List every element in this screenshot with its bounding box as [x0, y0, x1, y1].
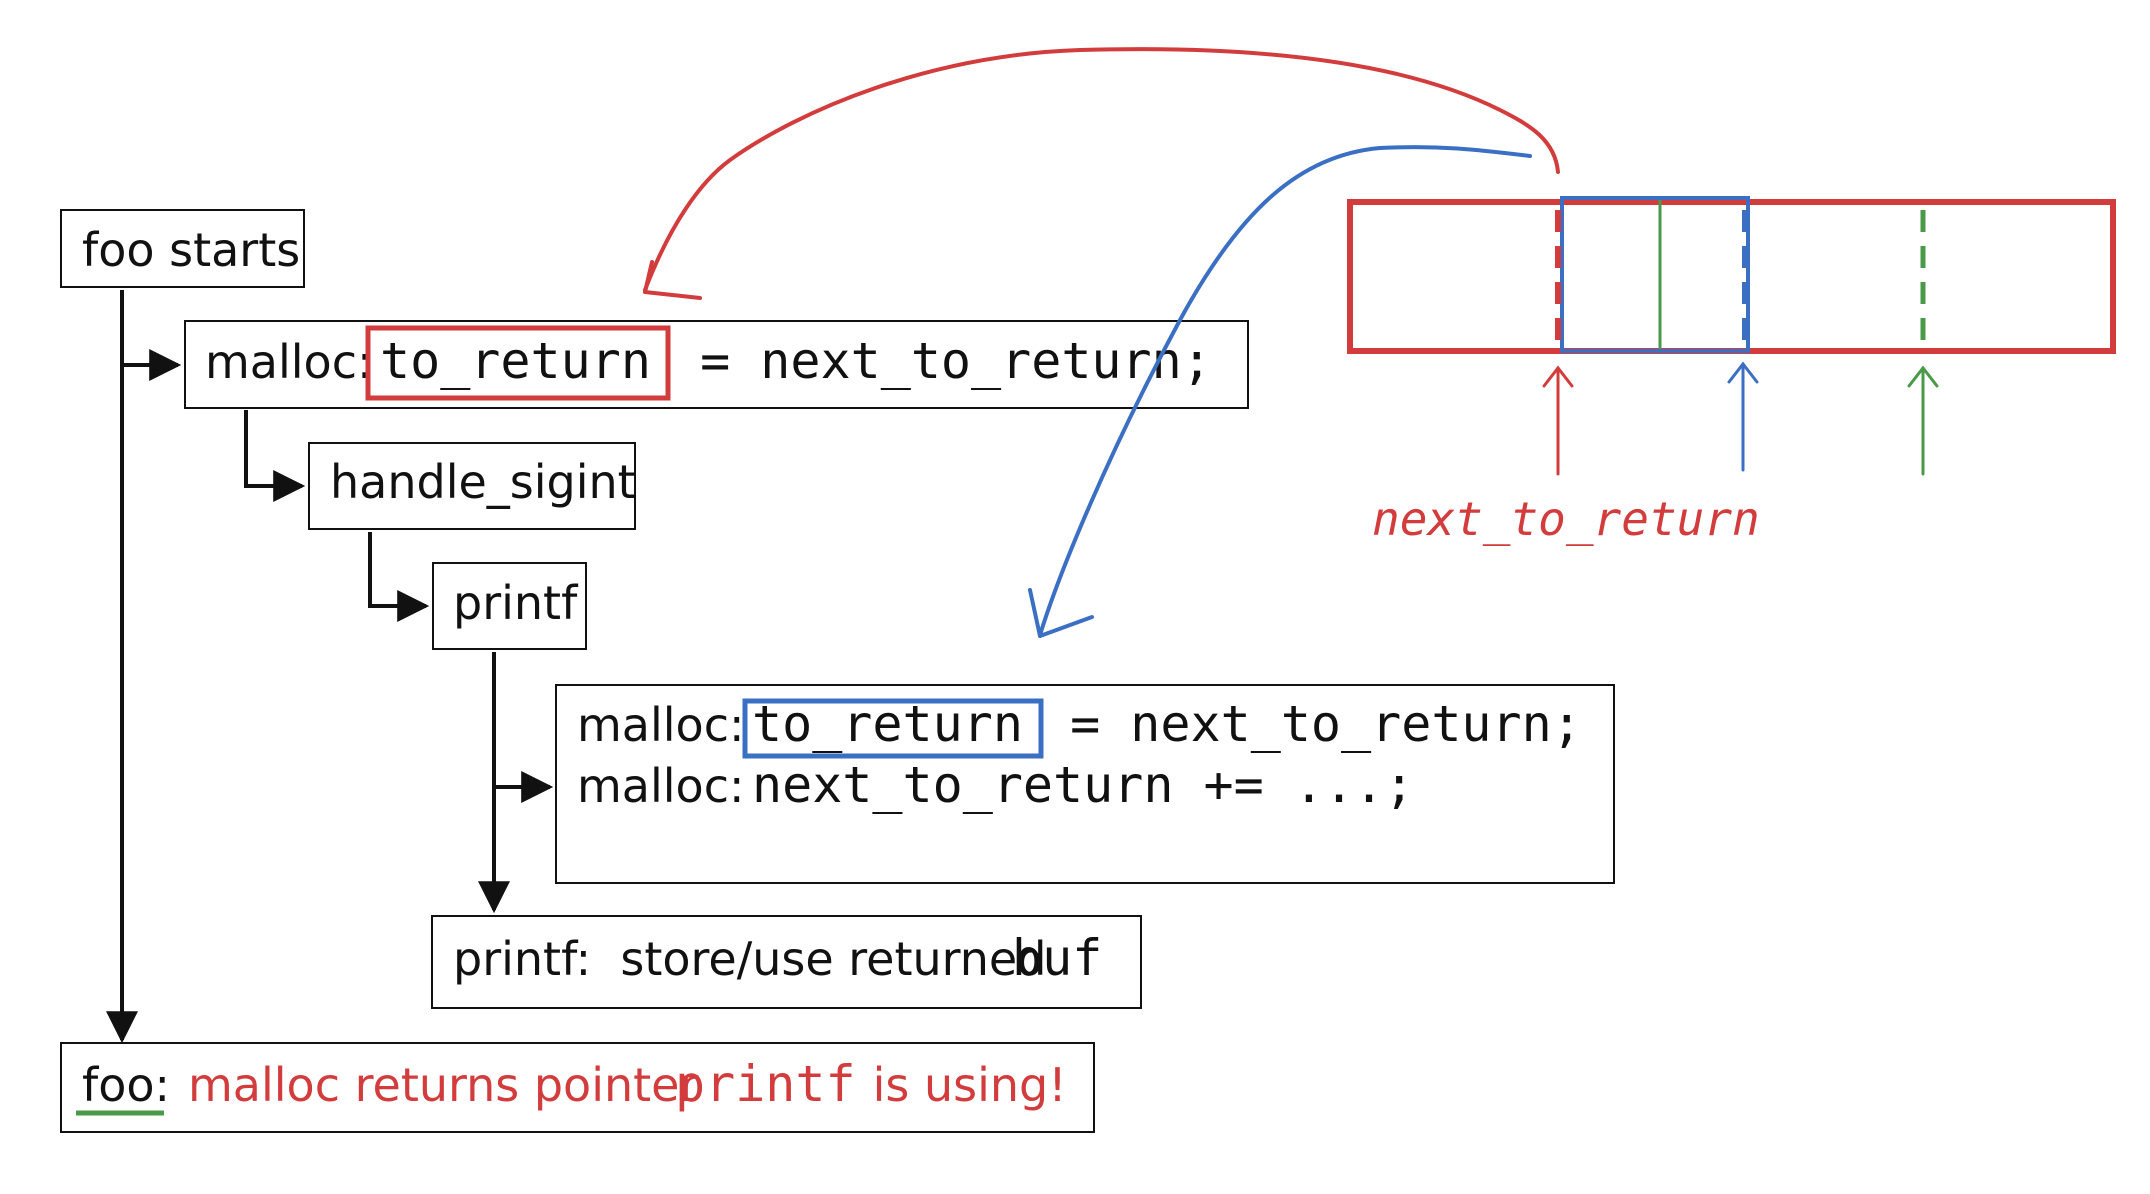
- to-printf-arrow: [368, 532, 430, 622]
- green-pointer-arrow: [1907, 365, 1939, 476]
- red-curve-arrow: [643, 47, 1560, 300]
- malloc2-line1-var: to_return: [752, 695, 1023, 753]
- malloc1-rest: = next_to_return;: [670, 332, 1212, 390]
- handle-sigint-label: handle_sigint: [330, 455, 636, 509]
- malloc2-line2-code: next_to_return += ...;: [752, 756, 1414, 814]
- foo-result-text1: malloc returns pointer: [188, 1058, 713, 1112]
- box-malloc-second: malloc: to_return = next_to_return; mall…: [555, 684, 1615, 884]
- blue-curve-arrow: [1028, 145, 1532, 638]
- to-handle-sigint-arrow: [244, 410, 306, 502]
- malloc1-var: to_return: [380, 332, 651, 390]
- malloc1-prefix: malloc:: [205, 335, 373, 389]
- memory-blue-region: [1560, 196, 1750, 353]
- blue-pointer-arrow: [1727, 361, 1759, 472]
- memory-buffer: [1347, 196, 2116, 354]
- box-printf: printf: [432, 562, 587, 650]
- malloc2-line1-prefix: malloc:: [577, 698, 745, 752]
- malloc1-var-highlight: [365, 325, 671, 401]
- printf-use-prefix: printf: store/use returned: [453, 932, 1061, 986]
- red-pointer-arrow: [1542, 365, 1574, 476]
- foo-result-label: foo:: [82, 1058, 170, 1112]
- timeline-connectors: [106, 290, 554, 1044]
- box-printf-use: printf: store/use returned buf: [431, 915, 1142, 1009]
- foo-result-text2: is using!: [858, 1058, 1067, 1112]
- malloc2-line2-prefix: malloc:: [577, 759, 745, 813]
- memory-outer-box: [1347, 199, 2116, 354]
- malloc2-line1-rest: = next_to_return;: [1040, 695, 1582, 753]
- printf-label: printf: [453, 576, 579, 630]
- box-foo-starts: foo starts: [60, 209, 305, 288]
- box-foo-result: foo: malloc returns pointer printf is us…: [60, 1042, 1095, 1133]
- pointer-arrows: [1542, 361, 1939, 476]
- malloc2-var-highlight: [742, 698, 1044, 759]
- foo-result-code: printf: [675, 1055, 856, 1113]
- box-handle-sigint: handle_sigint: [308, 442, 636, 530]
- memory-green-region: [1560, 196, 1662, 353]
- box-malloc-first: malloc: to_return = next_to_return;: [184, 320, 1249, 409]
- foo-starts-label: foo starts: [82, 223, 300, 277]
- printf-use-code: buf: [1012, 929, 1102, 987]
- next-to-return-label: next_to_return: [1372, 492, 1760, 546]
